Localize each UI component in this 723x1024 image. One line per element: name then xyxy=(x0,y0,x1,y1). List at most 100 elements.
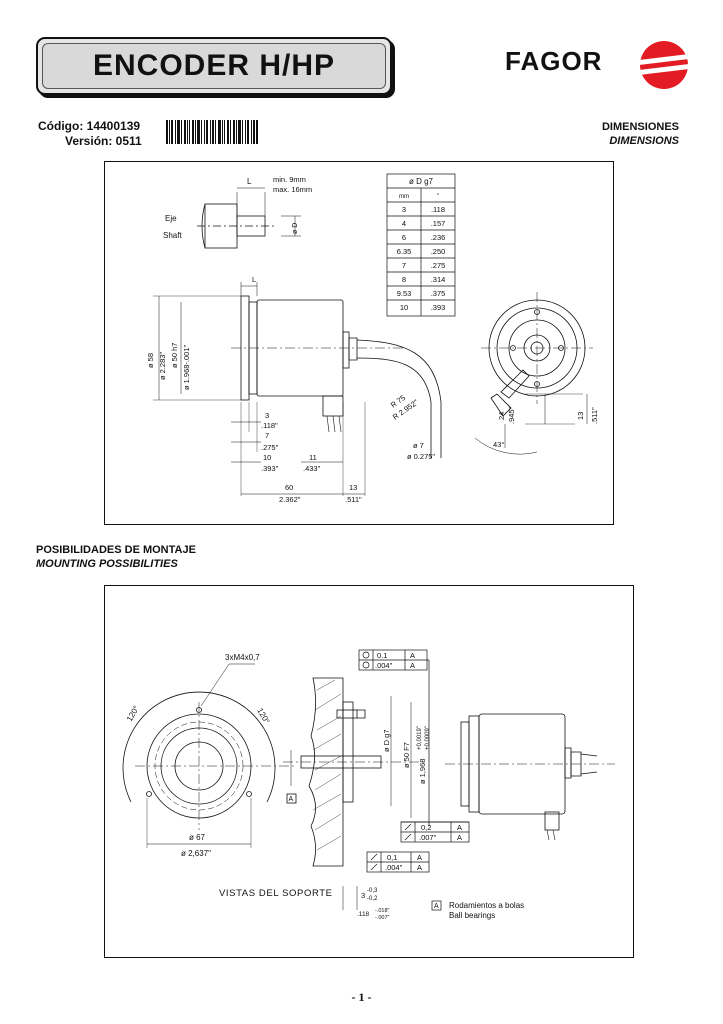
encoder-mounted-view xyxy=(445,713,615,841)
dim60-label: 60 xyxy=(285,483,293,492)
d50f7-tol-hi: +0,0019" xyxy=(417,726,423,750)
dim3-in-label: .118" xyxy=(261,421,278,430)
d58-label: ø 58 xyxy=(146,353,155,368)
table-cell-in: .393 xyxy=(431,303,446,312)
dim3-label: 3 xyxy=(361,891,365,900)
table-cell-mm: 6 xyxy=(402,233,406,242)
views-label: VISTAS DEL SOPORTE xyxy=(219,888,333,899)
tol3-datum-2: A xyxy=(417,863,422,872)
dimensions-drawing-frame: L min. 9mm max. 16mm Eje Shaft ø D ø D g… xyxy=(104,161,614,525)
cable7-in-label: ø 0.275" xyxy=(407,452,435,461)
tol2-b-label: .007" xyxy=(419,833,437,842)
table-cell-in: .236 xyxy=(431,233,446,242)
section-mounting-es: POSIBILIDADES DE MONTAJE xyxy=(36,544,196,556)
side24-in-label: .945" xyxy=(507,406,516,424)
dim7-label: 7 xyxy=(265,431,269,440)
d50f7-label: ø 50 F7 xyxy=(402,742,411,768)
fagor-logo: FAGOR xyxy=(505,40,695,89)
mounting-drawing: 3xM4x0,7 120° 120° ø 67 ø 2,637" A xyxy=(122,649,615,921)
table-cell-mm: 9.53 xyxy=(397,289,412,298)
tol3-b-label: .004" xyxy=(385,863,403,872)
section-mounting: POSIBILIDADES DE MONTAJE MOUNTING POSSIB… xyxy=(36,543,196,571)
table-cell-mm: 4 xyxy=(402,219,406,228)
shaft-min-label: min. 9mm xyxy=(273,175,306,184)
dim118-label: .118 xyxy=(357,911,370,918)
datum-a-box: A xyxy=(289,796,294,803)
d50f7-tol-lo: +0,0009" xyxy=(425,726,431,750)
d50-in-label: ø 1.968-.001" xyxy=(182,344,191,390)
dim3-lo-label: -0,2 xyxy=(367,896,378,902)
table-cell-in: .375 xyxy=(431,289,446,298)
tol1-b-label: .004" xyxy=(375,661,393,670)
table-cell-mm: 3 xyxy=(402,205,406,214)
angle1-label: 120° xyxy=(125,704,141,723)
dim118-hi-label: -.018" xyxy=(375,908,390,914)
d67-in-label: ø 2,637" xyxy=(181,849,211,858)
body-l-label: L xyxy=(252,275,256,284)
shaft-en-label: Shaft xyxy=(163,231,182,240)
angle2-label: 120° xyxy=(255,707,271,726)
tol2-datum: A xyxy=(457,823,462,832)
section-mounting-en: MOUNTING POSSIBILITIES xyxy=(36,558,178,570)
d50-label: ø 50 h7 xyxy=(170,343,179,368)
d50f7-in-label: ø 1,968 xyxy=(418,759,427,784)
side13-in-label: .511" xyxy=(590,407,599,424)
table-cell-in: .314 xyxy=(431,275,446,284)
shaft-d-label: ø D xyxy=(292,223,299,234)
table-cell-mm: 8 xyxy=(402,275,406,284)
section-dimensions: DIMENSIONES DIMENSIONS xyxy=(602,120,679,148)
cable7-label: ø 7 xyxy=(413,441,424,450)
side13-label: 13 xyxy=(576,412,585,420)
table-cell-mm: 6.35 xyxy=(397,247,412,256)
bearings-en-label: Ball bearings xyxy=(449,911,495,920)
table-cell-mm: 10 xyxy=(400,303,408,312)
tol3-datum: A xyxy=(417,853,422,862)
brand-name: FAGOR xyxy=(505,46,603,76)
encoder-front-view xyxy=(474,292,593,455)
section-dimensions-es: DIMENSIONES xyxy=(601,121,679,133)
table-col-mm: mm xyxy=(399,194,409,200)
encoder-side-view xyxy=(153,282,442,496)
dim60-in-label: 2.362" xyxy=(279,495,301,504)
tol1-datum-2: A xyxy=(410,661,415,670)
tolerance-frames xyxy=(342,649,470,910)
table-cell-in: .157 xyxy=(431,219,446,228)
version-label: Versión: 0511 xyxy=(65,134,142,148)
d58-in-label: ø 2.283" xyxy=(158,352,167,380)
table-cell-in: .250 xyxy=(431,247,446,256)
dim7-in-label: .275" xyxy=(261,443,279,452)
d67-label: ø 67 xyxy=(189,833,206,842)
tol1-datum: A xyxy=(410,651,415,660)
fagor-symbol-icon xyxy=(639,41,689,89)
d-g7-label: ø D g7 xyxy=(382,729,391,752)
tol1-a-label: 0.1 xyxy=(377,651,387,660)
section-dimensions-en: DIMENSIONS xyxy=(609,135,679,147)
table-header: ø D g7 xyxy=(409,177,434,186)
dim10-label: 10 xyxy=(263,453,271,462)
dim118-lo-label: -.007" xyxy=(375,915,390,921)
dim10-in-label: .393" xyxy=(261,464,279,473)
mounting-drawing-frame: 3xM4x0,7 120° 120° ø 67 ø 2,637" A xyxy=(104,585,634,958)
support-view xyxy=(122,663,295,848)
page-number: - 1 - xyxy=(351,990,372,1004)
table-cell-mm: 7 xyxy=(402,261,406,270)
dim11-label: 11 xyxy=(309,453,317,462)
shaft-max-label: max. 16mm xyxy=(273,185,312,194)
side24-label: 24 xyxy=(497,412,506,420)
dim13-in-label: .511" xyxy=(345,495,362,504)
dim3-hi-label: -0,3 xyxy=(367,888,378,894)
angle43-label: 43° xyxy=(493,440,504,449)
shaft-diameter-table xyxy=(386,173,456,317)
shaft-detail xyxy=(197,187,301,249)
tol2-datum-2: A xyxy=(457,833,462,842)
tol2-a-label: 0,2 xyxy=(421,823,431,832)
dim11-in-label: .433" xyxy=(303,464,321,473)
page-title: ENCODER H/HP xyxy=(92,49,336,82)
table-col-in: " xyxy=(437,194,439,200)
dim13-label: 13 xyxy=(349,483,357,492)
table-cell-in: .118 xyxy=(431,205,445,214)
shaft-l-label: L xyxy=(247,177,252,186)
shaft-eje-label: Eje xyxy=(165,214,177,223)
bearings-es-label: Rodamientos a bolas xyxy=(449,901,524,910)
thread-label: 3xM4x0,7 xyxy=(225,653,260,662)
